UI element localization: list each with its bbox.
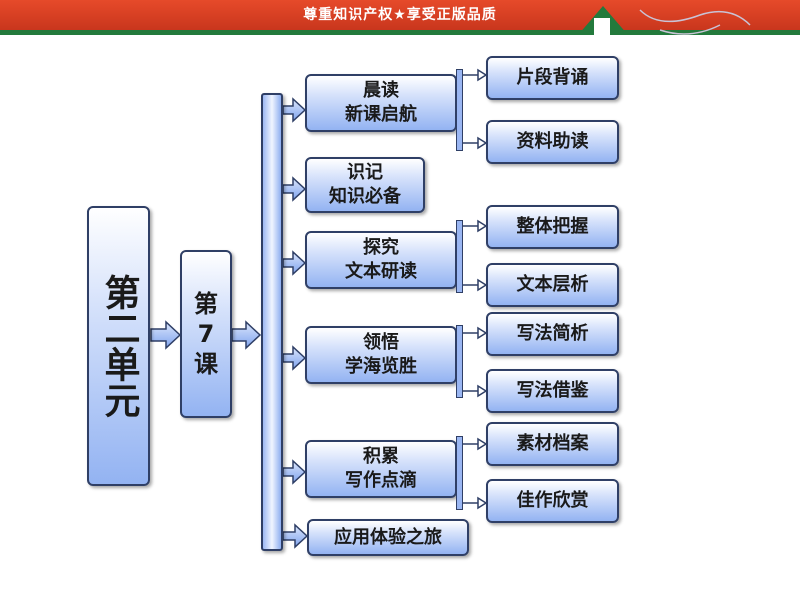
section-title-line: 写作点滴 (345, 470, 417, 491)
arrow-to-section-5 (282, 459, 307, 485)
section-title-line: 晨读 (363, 80, 399, 101)
section-title-line: 领悟 (363, 332, 399, 353)
section-title-line: 知识必备 (329, 186, 401, 207)
section-connector-bar (261, 93, 283, 551)
bracket-3 (456, 220, 463, 293)
logo-icon (578, 6, 751, 35)
child-writing-analysis[interactable]: 写法简析 (486, 312, 619, 356)
top-banner (0, 0, 800, 30)
arrow-to-section-2 (282, 176, 307, 202)
arrow-to-section-3 (282, 250, 307, 276)
arrow-to-section-4 (282, 345, 307, 371)
section-title-line: 探究 (363, 237, 399, 258)
section-title-line: 识记 (347, 162, 383, 183)
section-title-line: 文本研读 (345, 261, 417, 282)
section-explore[interactable]: 探究 文本研读 (305, 231, 457, 289)
banner-text: 尊重知识产权★享受正版品质 (303, 7, 497, 23)
lesson-number: 7 (197, 320, 215, 348)
arrow-lesson-to-bar (231, 320, 262, 350)
arrow-to-section-6 (282, 523, 309, 549)
lesson-box[interactable]: 第 7 课 (180, 250, 232, 418)
bracket-1 (456, 69, 463, 151)
section-accumulate[interactable]: 积累 写作点滴 (305, 440, 457, 498)
section-title-line: 学海览胜 (345, 356, 417, 377)
section-title-line: 积累 (363, 446, 399, 467)
section-title-line: 应用体验之旅 (334, 526, 442, 548)
child-material-archive[interactable]: 素材档案 (486, 422, 619, 466)
arrow-unit-to-lesson (150, 320, 182, 350)
child-writing-reference[interactable]: 写法借鉴 (486, 369, 619, 413)
child-model-essays[interactable]: 佳作欣赏 (486, 479, 619, 523)
banner-stripe (0, 30, 800, 35)
child-passage-recitation[interactable]: 片段背诵 (486, 56, 619, 100)
section-comprehend[interactable]: 领悟 学海览胜 (305, 326, 457, 384)
section-title-line: 新课启航 (345, 104, 417, 125)
child-overall-grasp[interactable]: 整体把握 (486, 205, 619, 249)
child-reading-materials[interactable]: 资料助读 (486, 120, 619, 164)
bracket-4 (456, 325, 463, 398)
bracket-5 (456, 436, 463, 510)
arrow-to-section-1 (282, 97, 307, 123)
lesson-label-2: 课 (194, 350, 218, 378)
child-text-analysis[interactable]: 文本层析 (486, 263, 619, 307)
section-application[interactable]: 应用体验之旅 (307, 519, 469, 556)
section-memorize[interactable]: 识记 知识必备 (305, 157, 425, 213)
lesson-label-1: 第 (194, 290, 218, 318)
section-morning-reading[interactable]: 晨读 新课启航 (305, 74, 457, 132)
unit-title-box[interactable]: 第二单元 (87, 206, 150, 486)
